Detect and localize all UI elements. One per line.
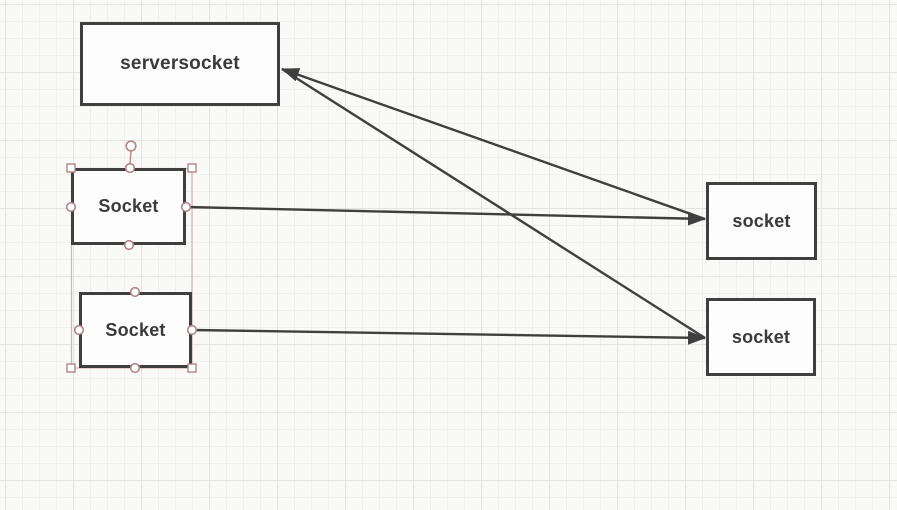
edge-serversocket-to-right-socket2[interactable] (281, 67, 706, 340)
node-socket-left-2[interactable]: Socket (79, 292, 192, 368)
edge-right-socket1-to-serversocket[interactable] (281, 67, 706, 221)
rotate-handle[interactable] (125, 140, 137, 152)
node-socket-right-1-label: socket (732, 210, 791, 231)
edge-socket1-to-right-socket1[interactable] (185, 205, 706, 226)
node-socket-left-1-label: Socket (98, 196, 159, 216)
node-socket-left-1[interactable]: Socket (71, 168, 186, 245)
resize-handle-top-right[interactable] (187, 163, 197, 173)
node-socket-left-2-label: Socket (105, 319, 166, 340)
node-socket-right-2-label: socket (731, 326, 791, 347)
node-socket-right-2[interactable]: socket (706, 298, 816, 376)
rotate-handle-stem (129, 150, 132, 164)
resize-handle-bottom-left[interactable] (66, 363, 76, 373)
node-serversocket[interactable]: serversocket (80, 22, 280, 106)
node-socket-right-1[interactable]: socket (706, 182, 817, 260)
node-serversocket-label: serversocket (120, 53, 240, 74)
edge-socket2-to-right-socket2[interactable] (191, 328, 706, 345)
